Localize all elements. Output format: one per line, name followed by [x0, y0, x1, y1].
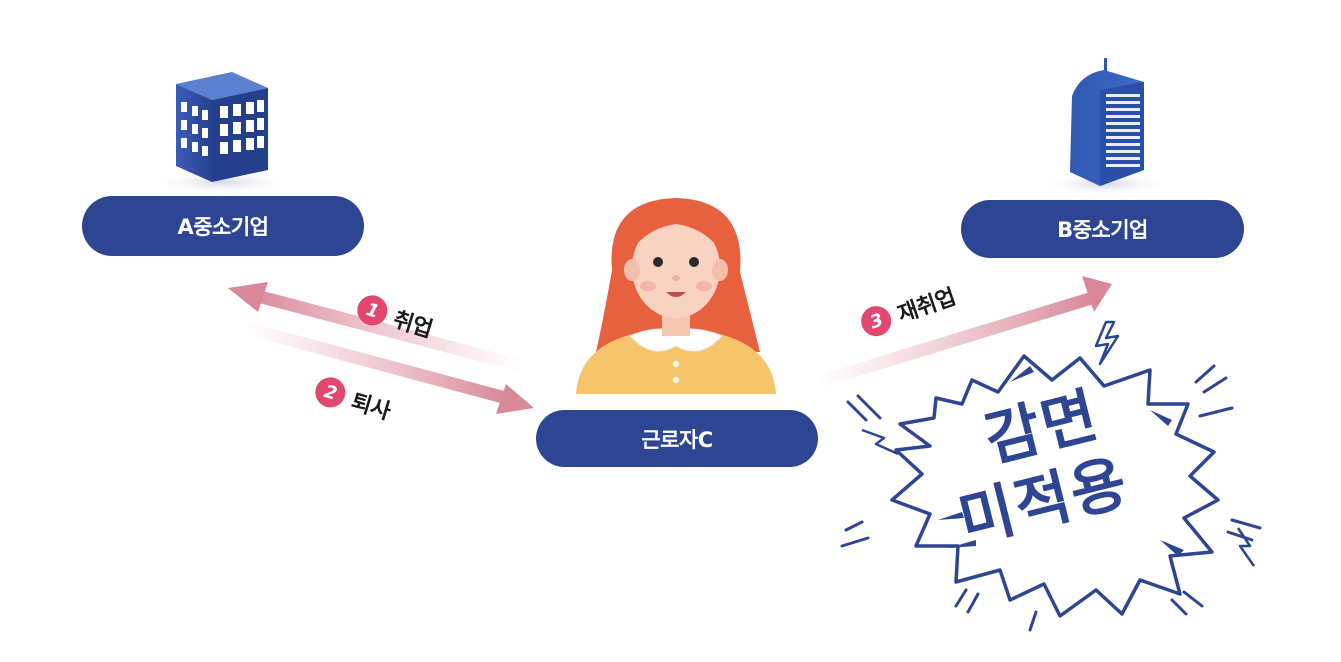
arrow-reemploy	[816, 276, 1112, 388]
arrow-resign	[244, 322, 534, 414]
building-b-icon	[1040, 58, 1172, 196]
arrow-employ	[228, 282, 524, 372]
worker-label: 근로자C	[536, 410, 818, 467]
building-a-icon	[152, 72, 292, 194]
worker-avatar	[576, 198, 776, 394]
company-b-label: B중소기업	[961, 200, 1244, 258]
company-a-label: A중소기업	[82, 196, 364, 256]
burst-shape	[840, 320, 1262, 632]
